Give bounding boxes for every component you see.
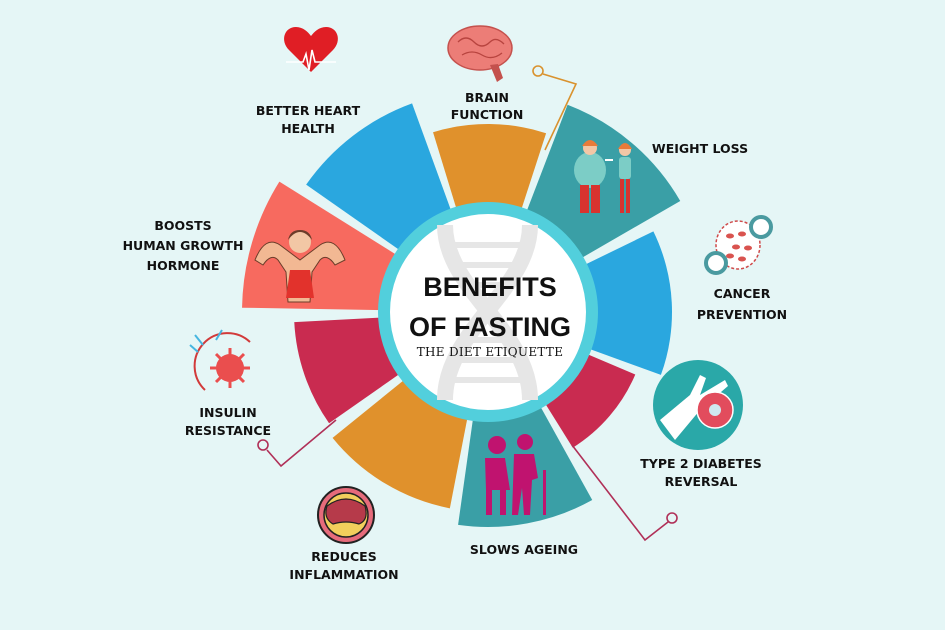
title-line-2: OF FASTING <box>409 312 571 342</box>
elderly-couple-icon <box>485 434 546 515</box>
connector-dot-insulin <box>257 439 269 451</box>
label-heart-1: BETTER HEART <box>256 103 361 118</box>
connector-diabetes <box>571 444 669 542</box>
inflamed-artery-icon <box>317 486 375 544</box>
connector-dot-brain <box>532 65 544 77</box>
title-line-1: BENEFITS <box>423 272 557 302</box>
label-cancer-2: PREVENTION <box>697 307 787 322</box>
heart-icon <box>284 27 338 72</box>
label-diabetes-2: REVERSAL <box>665 474 738 489</box>
label-hgh-3: HORMONE <box>147 258 220 273</box>
blood-test-icon <box>653 360 743 450</box>
virus-icon <box>189 329 251 391</box>
weight-loss-icon <box>574 140 632 213</box>
label-weight-loss: WEIGHT LOSS <box>652 141 748 156</box>
dna-watermark-icon <box>437 224 538 401</box>
center-badge: BENEFITS OF FASTING THE DIET ETIQUETTE <box>378 202 598 422</box>
label-hgh-2: HUMAN GROWTH <box>123 238 244 253</box>
brand-name: THE DIET ETIQUETTE <box>417 345 564 359</box>
brain-icon <box>447 25 513 82</box>
label-inflammation-2: INFLAMMATION <box>289 567 398 582</box>
label-ageing: SLOWS AGEING <box>470 542 578 557</box>
label-brain-2: FUNCTION <box>451 107 524 122</box>
label-cancer-1: CANCER <box>714 286 771 301</box>
label-hgh-1: BOOSTS <box>154 218 211 233</box>
connector-dot-diabetes <box>666 512 678 524</box>
cancer-cell-icon <box>704 215 773 275</box>
connectors <box>257 65 678 542</box>
connector-insulin <box>266 419 337 468</box>
label-heart-2: HEALTH <box>281 121 335 136</box>
label-inflammation-1: REDUCES <box>311 549 376 564</box>
connector-brain <box>542 73 578 151</box>
benefit-labels: BRAIN FUNCTION WEIGHT LOSS CANCER PREVEN… <box>123 90 788 582</box>
muscle-man-icon <box>254 230 346 303</box>
label-insulin-2: RESISTANCE <box>185 423 271 438</box>
label-insulin-1: INSULIN <box>199 405 256 420</box>
label-brain-1: BRAIN <box>465 90 509 105</box>
label-diabetes-1: TYPE 2 DIABETES <box>640 456 762 471</box>
